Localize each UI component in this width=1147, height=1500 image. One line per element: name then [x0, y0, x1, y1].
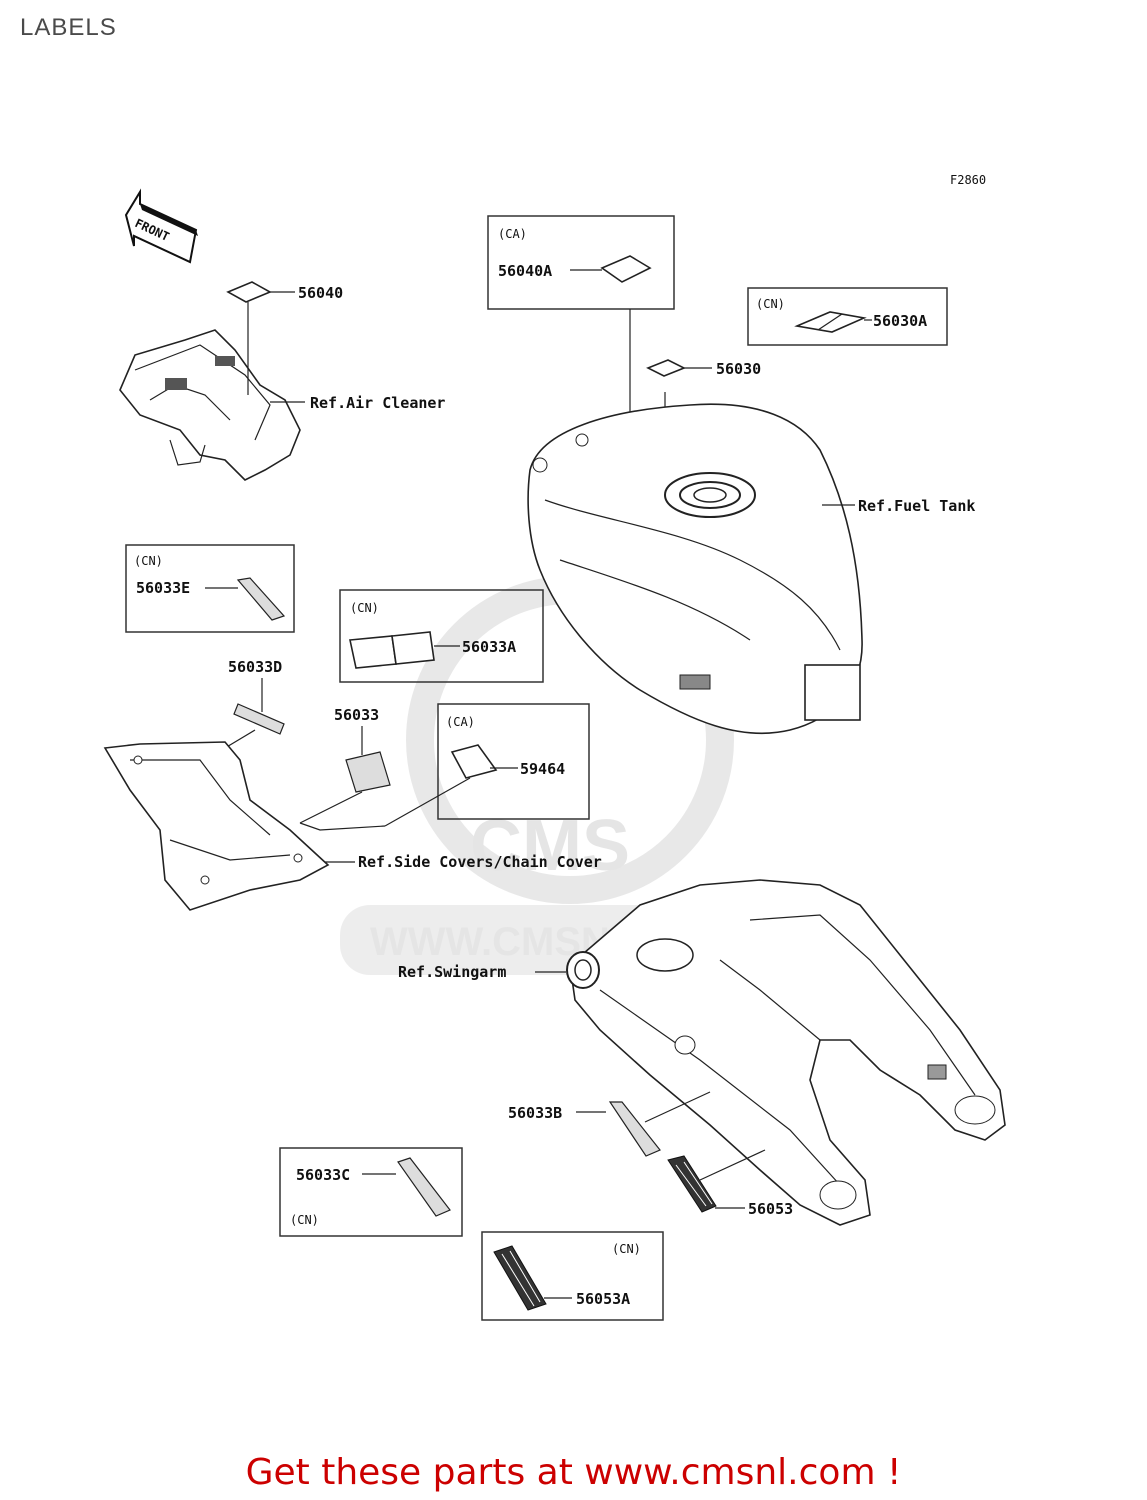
- region-cn-56033A: (CN): [350, 601, 379, 615]
- figure-code: F2860: [950, 173, 986, 187]
- callout-box-56030A: (CN) 56030A: [747, 287, 948, 346]
- fuel-tank-part: [527, 403, 863, 735]
- region-cn-56033C: (CN): [290, 1213, 319, 1227]
- part-56033: 56033: [334, 706, 379, 724]
- ref-fuel-tank: Ref.Fuel Tank: [858, 497, 975, 515]
- callout-box-59464: (CA) 59464: [384, 703, 590, 827]
- part-56033A: 56033A: [462, 638, 516, 656]
- front-arrow-icon: FRONT: [124, 188, 198, 264]
- cta-link[interactable]: Get these parts at www.cmsnl.com !: [245, 1452, 902, 1493]
- part-56030: 56030: [716, 360, 761, 378]
- ref-air-cleaner: Ref.Air Cleaner: [310, 394, 445, 412]
- region-cn-56030A: (CN): [756, 297, 785, 311]
- part-56033C: 56033C: [296, 1166, 350, 1184]
- labels-diagram: CMS WWW.CMSNL.COM F2860 FRONT 56040 Ref.…: [103, 173, 1006, 1321]
- callout-box-56033C: 56033C (CN): [279, 1147, 463, 1237]
- callout-box-56033A: (CN) 56033A: [339, 589, 544, 683]
- page-title: LABELS: [20, 14, 117, 41]
- label-56053: 56053: [667, 1149, 793, 1218]
- air-cleaner-part: [119, 329, 301, 481]
- part-56053: 56053: [748, 1200, 793, 1218]
- watermark-brand: CMS: [470, 806, 630, 886]
- swingarm-part: [566, 879, 1006, 1226]
- region-ca-59464: (CA): [446, 715, 475, 729]
- part-56033B: 56033B: [508, 1104, 562, 1122]
- part-56053A: 56053A: [576, 1290, 630, 1308]
- part-56040A: 56040A: [498, 262, 552, 280]
- part-59464: 59464: [520, 760, 565, 778]
- region-cn-56033E: (CN): [134, 554, 163, 568]
- region-ca: (CA): [498, 227, 527, 241]
- part-56040: 56040: [298, 284, 343, 302]
- label-56033D: 56033D: [224, 658, 285, 749]
- callout-box-56033E: (CN) 56033E: [125, 544, 295, 633]
- label-56033: 56033: [299, 706, 391, 824]
- label-56033B: 56033B: [508, 1091, 711, 1157]
- callout-box-56040A: (CA) 56040A: [487, 215, 675, 445]
- region-cn-56053A: (CN): [612, 1242, 641, 1256]
- ref-swingarm: Ref.Swingarm: [398, 963, 506, 981]
- ref-side-covers: Ref.Side Covers/Chain Cover: [358, 853, 602, 871]
- callout-box-56053A: (CN) 56053A: [481, 1231, 664, 1321]
- side-covers-part: [103, 741, 386, 911]
- part-56030A: 56030A: [873, 312, 927, 330]
- part-56033D: 56033D: [228, 658, 282, 676]
- label-56040: 56040: [226, 281, 343, 395]
- part-56033E: 56033E: [136, 579, 190, 597]
- label-56030: 56030: [646, 359, 761, 465]
